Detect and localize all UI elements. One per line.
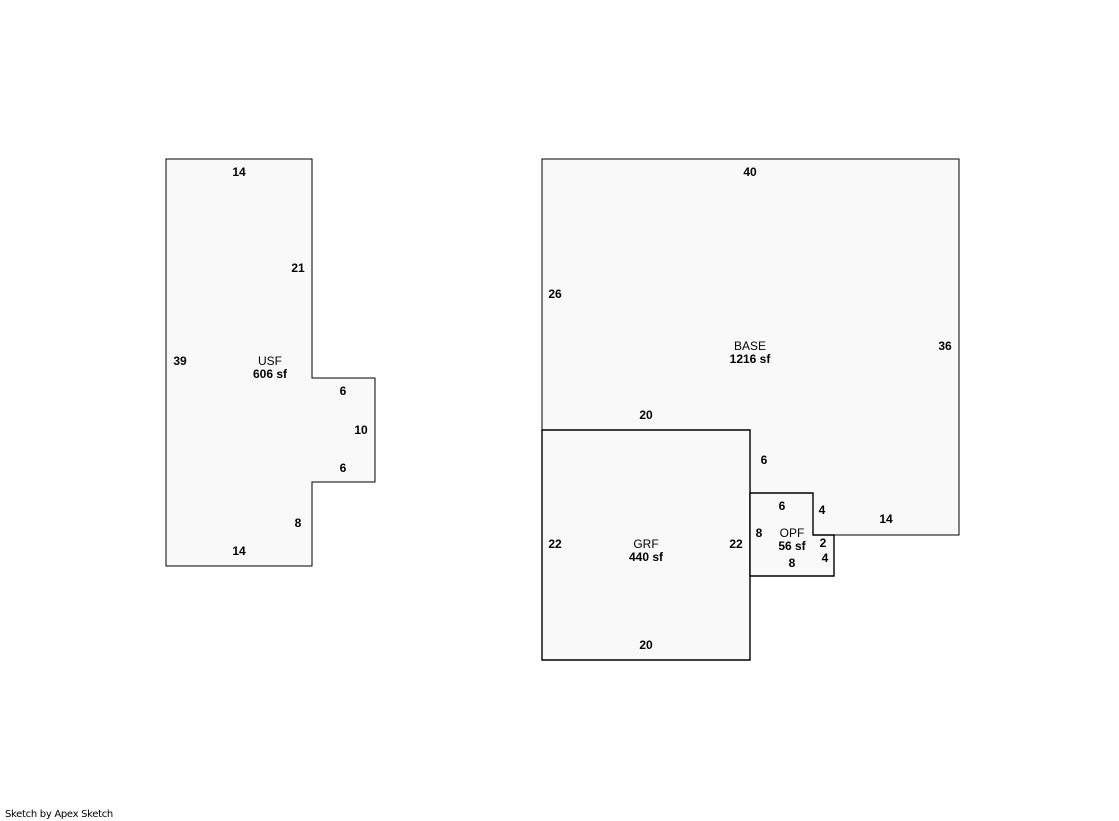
usf-outline: [165, 158, 376, 567]
usf-dim-right-lower: 8: [295, 516, 302, 530]
usf-dim-bump-right: 10: [354, 423, 368, 437]
opf-dim-step: 2: [820, 536, 827, 550]
base-dim-left: 26: [548, 287, 562, 301]
base-dim-top: 40: [743, 165, 757, 179]
usf-dim-bump-bottom: 6: [340, 461, 347, 475]
opf-outline: [749, 492, 835, 577]
opf-dim-bottom: 8: [789, 556, 796, 570]
usf-dim-bottom: 14: [232, 544, 246, 558]
opf-dim-right: 4: [822, 551, 829, 565]
base-dim-notch: 4: [819, 503, 826, 517]
base-dim-inner-vertical: 6: [761, 453, 768, 467]
grf-dim-right: 22: [729, 537, 743, 551]
opf-label: OPF: [780, 526, 805, 540]
usf-dim-top: 14: [232, 165, 246, 179]
grf-label: GRF: [633, 537, 658, 551]
base-label: BASE: [734, 339, 766, 353]
grf-size: 440 sf: [629, 550, 664, 564]
area-opf: 6 8 2 4 8 OPF 56 sf: [749, 492, 835, 577]
sketch-credit: Sketch by Apex Sketch: [5, 809, 113, 820]
opf-dim-top: 6: [779, 499, 786, 513]
opf-dim-left: 8: [756, 526, 763, 540]
usf-dim-left: 39: [173, 354, 187, 368]
area-grf: 22 22 20 GRF 440 sf: [541, 429, 751, 661]
area-usf: 14 21 39 6 10 6 8 14 USF 606 sf: [165, 158, 376, 567]
grf-outline: [541, 429, 751, 661]
grf-dim-left: 22: [548, 537, 562, 551]
usf-dim-bump-top: 6: [340, 384, 347, 398]
usf-size: 606 sf: [253, 367, 288, 381]
usf-label: USF: [258, 354, 282, 368]
grf-dim-bottom: 20: [639, 638, 653, 652]
base-dim-inner-bottom: 20: [639, 408, 653, 422]
base-size: 1216 sf: [730, 352, 772, 366]
base-dim-right: 36: [938, 339, 952, 353]
usf-dim-right-upper: 21: [291, 261, 305, 275]
base-dim-bottom: 14: [879, 512, 893, 526]
opf-size: 56 sf: [778, 539, 806, 553]
